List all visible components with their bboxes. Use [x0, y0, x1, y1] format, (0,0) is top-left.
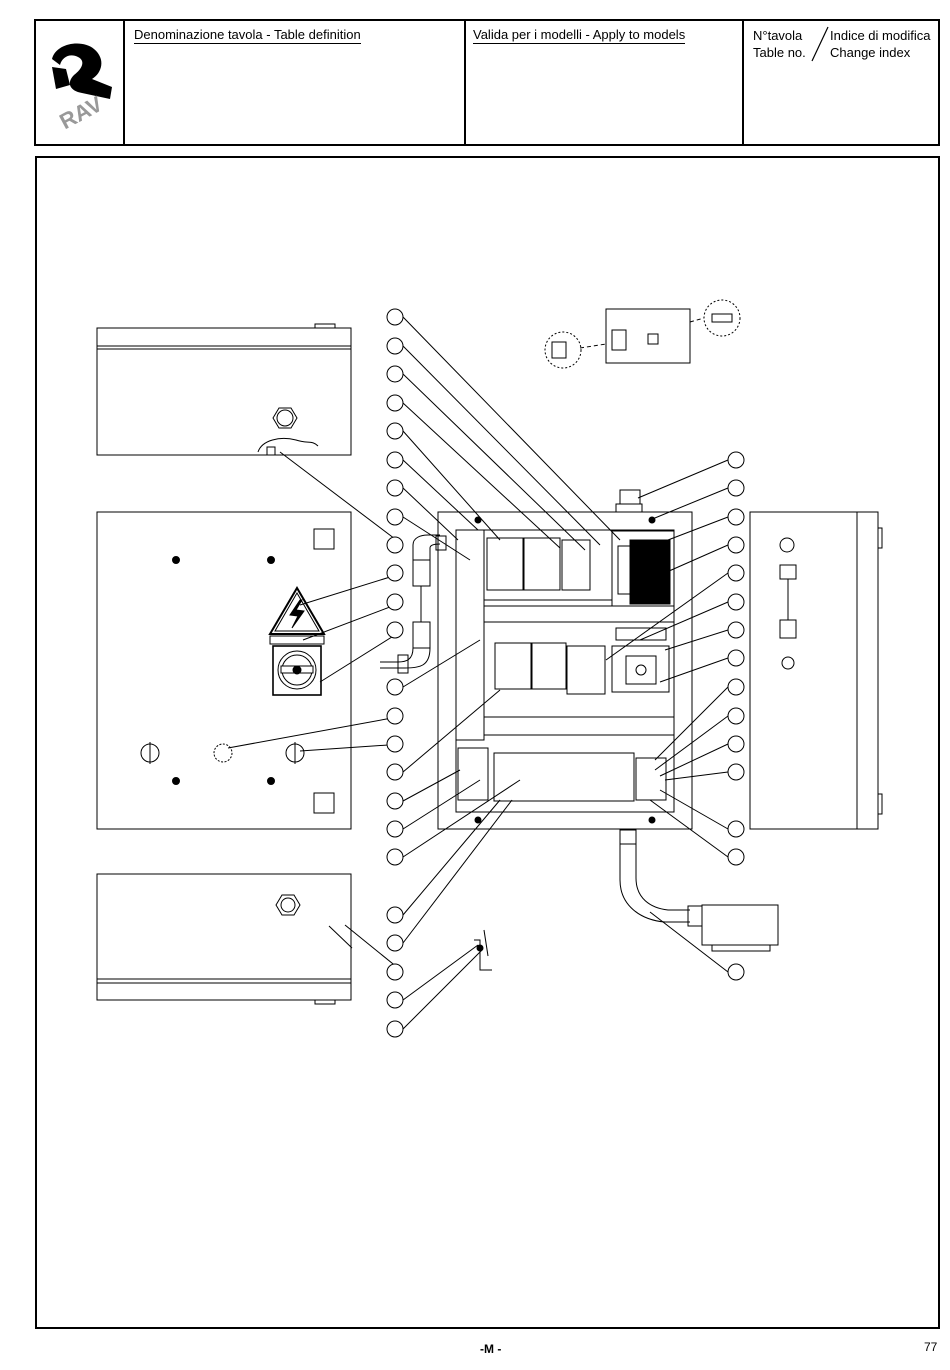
leader-line [403, 346, 600, 545]
reference-balloon [728, 452, 744, 468]
reference-balloon [387, 907, 403, 923]
leader-line [403, 460, 478, 530]
fixing-screw-icon [173, 557, 275, 785]
reference-balloon [728, 849, 744, 865]
reference-balloon [728, 650, 744, 666]
enclosure-bottom-cover [97, 874, 352, 1004]
leader-line [403, 488, 458, 540]
reference-balloon [728, 509, 744, 525]
page-number: 77 [924, 1340, 937, 1354]
reference-balloon [387, 764, 403, 780]
reference-balloon [728, 537, 744, 553]
leader-line [660, 790, 728, 829]
reference-balloon [728, 821, 744, 837]
circuit-breaker-icon [612, 628, 669, 692]
din-rail-bracket-detail [474, 930, 492, 970]
leader-line [668, 517, 728, 540]
main-panel-backplate [438, 512, 692, 829]
cable-gland-top [616, 490, 642, 512]
leader-line [650, 912, 728, 972]
reference-balloon [387, 992, 403, 1008]
indicator-lamp-icon [141, 742, 304, 764]
reference-balloon [387, 309, 403, 325]
reference-balloon [728, 622, 744, 638]
leader-line [403, 640, 480, 687]
enclosure-top-cover [97, 324, 351, 455]
reference-balloon [387, 452, 403, 468]
reference-balloon [728, 480, 744, 496]
leader-line [638, 460, 728, 498]
reference-balloon [728, 565, 744, 581]
reference-balloon [387, 793, 403, 809]
power-cable-connector [620, 830, 778, 951]
reference-balloon [387, 935, 403, 951]
fixing-screw-icon [475, 517, 655, 823]
reference-balloon [387, 594, 403, 610]
reference-balloon [387, 338, 403, 354]
terminal-block-icon [458, 748, 666, 801]
reference-balloon [387, 964, 403, 980]
reference-balloon [728, 964, 744, 980]
reference-balloon [728, 764, 744, 780]
transformer-icon [612, 531, 674, 606]
leader-line [280, 452, 403, 545]
reference-balloon [387, 395, 403, 411]
drawing-code: -M - [480, 1342, 501, 1356]
warning-sign-icon [270, 588, 324, 634]
leader-line [228, 716, 403, 748]
reference-balloon [387, 480, 403, 496]
leader-line [403, 690, 500, 772]
reference-balloon [387, 622, 403, 638]
reference-balloon [387, 537, 403, 553]
control-board-detail [545, 300, 740, 368]
leader-line [650, 488, 728, 520]
leader-line [403, 317, 620, 540]
reference-balloon [728, 679, 744, 695]
reference-balloon [387, 679, 403, 695]
reference-balloon [728, 708, 744, 724]
leader-line [403, 780, 480, 829]
reference-balloon [387, 821, 403, 837]
leader-line [403, 950, 482, 1029]
reference-balloon [387, 366, 403, 382]
reference-balloon [387, 736, 403, 752]
reference-balloon [387, 509, 403, 525]
leader-line [320, 630, 403, 682]
leader-line [660, 744, 728, 776]
reference-balloon [387, 708, 403, 724]
reference-balloon [728, 594, 744, 610]
leader-line [403, 800, 500, 915]
leader-line [403, 770, 460, 801]
main-switch-icon [273, 646, 321, 695]
enclosure-front-door [97, 512, 351, 829]
reference-balloon [387, 849, 403, 865]
enclosure-side-panel [750, 512, 882, 829]
reference-balloon [387, 565, 403, 581]
reference-balloon [728, 736, 744, 752]
reference-balloon [387, 423, 403, 439]
reference-balloon [387, 1021, 403, 1037]
leader-line [660, 658, 728, 682]
contactor-icon [487, 538, 605, 694]
